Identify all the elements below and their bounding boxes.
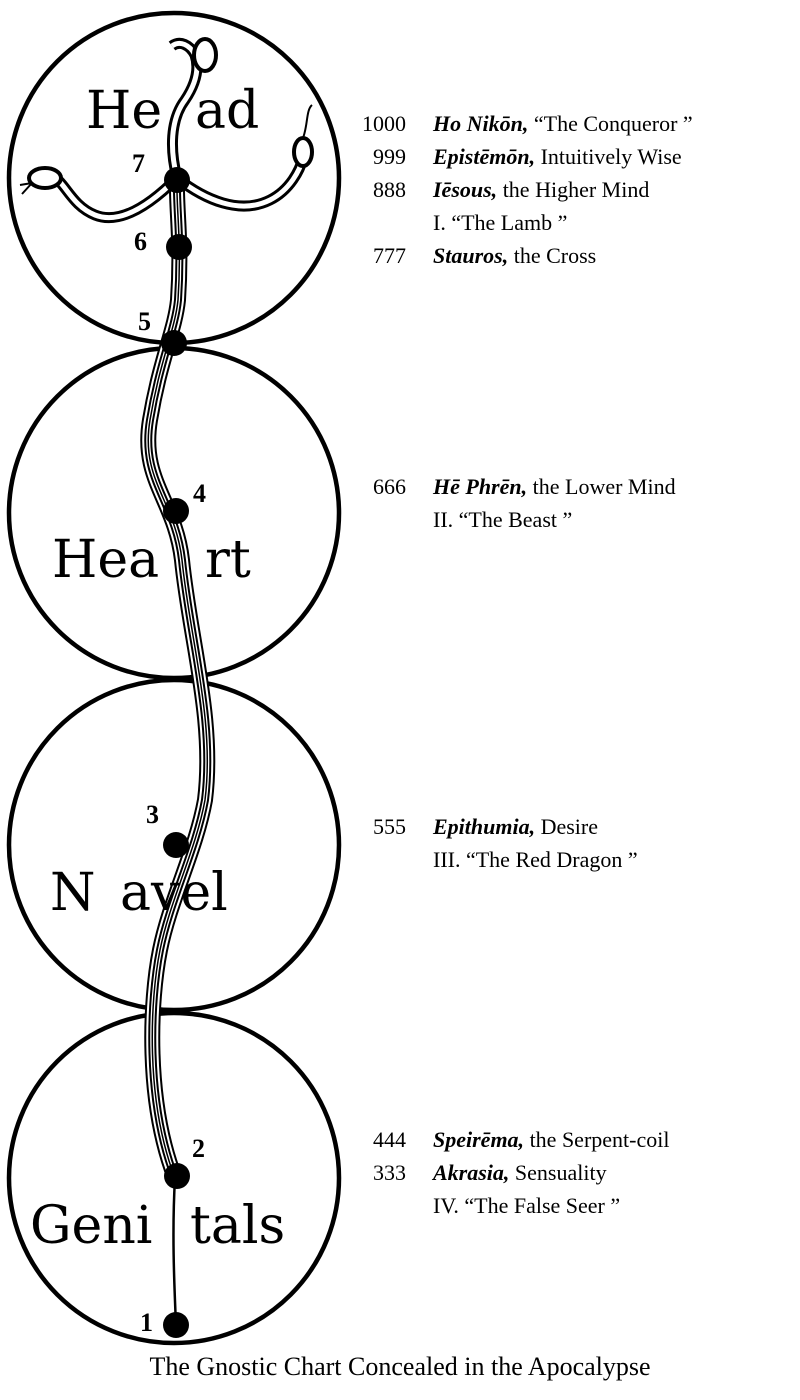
node-4-label: 4 [193, 479, 206, 508]
legend-meaning: “The Conqueror ” [533, 111, 693, 136]
head-label-prefix: He [86, 81, 162, 141]
spinal-channel [140, 177, 216, 1326]
node-6-label: 6 [134, 227, 147, 256]
node-6-dot [166, 234, 192, 260]
legend-term: Epistēmōn, [433, 144, 536, 169]
legend-term: Akrasia, [433, 1160, 510, 1185]
node-4-dot [163, 498, 189, 524]
node-3-label: 3 [146, 800, 159, 829]
genitals-circle [6, 1010, 342, 1346]
legend-meaning: Sensuality [514, 1160, 607, 1185]
legend-value: 1000 [362, 111, 406, 136]
node-3-dot [163, 832, 189, 858]
legend-meaning: III. “The Red Dragon ” [433, 847, 638, 872]
legend-value: 333 [373, 1160, 406, 1185]
legend-term: Ho Nikōn, [433, 111, 529, 136]
legend-meaning: the Lower Mind [532, 474, 676, 499]
heart-label-prefix: Hea [52, 530, 159, 590]
legend-term: Hē Phrēn, [433, 474, 528, 499]
legend-value: 888 [373, 177, 406, 202]
navel-label-suffix: avel [120, 863, 228, 923]
node-7-dot [164, 167, 190, 193]
navel-label-prefix: N [50, 863, 96, 923]
head-label-suffix: ad [195, 81, 259, 141]
serpents-icon [19, 37, 314, 224]
legend-term: Epithumia, [433, 814, 536, 839]
legend-meaning: IV. “The False Seer ” [433, 1193, 621, 1218]
legend-meaning: II. “The Beast ” [433, 507, 573, 532]
legend-meaning: the Cross [513, 243, 597, 268]
heart-label-suffix: rt [205, 530, 251, 590]
genitals-label-suffix: tals [190, 1196, 285, 1256]
legend-meaning: the Higher Mind [502, 177, 650, 202]
legend-term: Stauros, [433, 243, 509, 268]
node-5-dot [161, 330, 187, 356]
node-1-label: 1 [140, 1308, 153, 1337]
legend-term: Speirēma, [433, 1127, 525, 1152]
legend-meaning: Intuitively Wise [540, 144, 682, 169]
legend-meaning: I. “The Lamb ” [433, 210, 568, 235]
node-1-dot [163, 1312, 189, 1338]
legend-value: 666 [373, 474, 406, 499]
legend-value: 999 [373, 144, 406, 169]
node-5-label: 5 [138, 307, 151, 336]
legend-meaning: the Serpent-coil [529, 1127, 670, 1152]
node-2-dot [164, 1163, 190, 1189]
genitals-label-prefix: Geni [30, 1196, 152, 1256]
legend-value: 555 [373, 814, 406, 839]
legend-value: 444 [373, 1127, 406, 1152]
navel-circle [6, 677, 342, 1013]
legend-term: Iēsous, [433, 177, 498, 202]
legend-meaning: Desire [540, 814, 599, 839]
node-7-label: 7 [132, 149, 145, 178]
legend-value: 777 [373, 243, 406, 268]
node-2-label: 2 [192, 1134, 205, 1163]
figure-caption: The Gnostic Chart Concealed in the Apoca… [149, 1352, 651, 1381]
